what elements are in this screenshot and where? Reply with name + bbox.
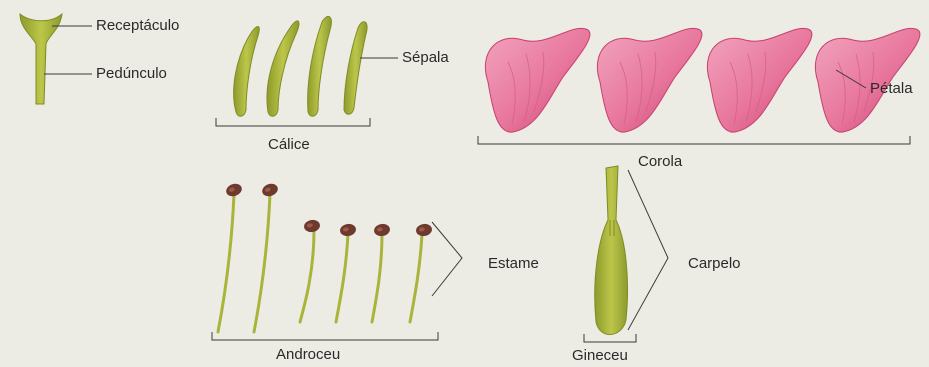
label-androceu: Androceu — [276, 346, 340, 364]
carpel-figure — [595, 166, 628, 335]
receptacle-peduncle-figure — [20, 14, 62, 104]
estame-bracket — [432, 222, 462, 296]
petals-figure — [485, 28, 920, 132]
sepals-figure — [234, 16, 367, 116]
corola-bracket — [478, 136, 910, 144]
label-corola: Corola — [638, 153, 682, 171]
calice-bracket — [216, 118, 370, 126]
label-receptaculo: Receptáculo — [96, 17, 179, 35]
label-pedunculo: Pedúnculo — [96, 65, 167, 83]
label-gineceu: Gineceu — [572, 347, 628, 365]
carpelo-bracket — [628, 170, 668, 330]
label-estame: Estame — [488, 255, 539, 273]
androceu-bracket — [212, 332, 438, 340]
label-carpelo: Carpelo — [688, 255, 741, 273]
label-petala: Pétala — [870, 80, 913, 98]
label-sepala: Sépala — [402, 49, 449, 67]
gineceu-bracket — [584, 334, 636, 342]
label-calice: Cálice — [268, 136, 310, 154]
stamens-figure — [218, 182, 433, 332]
